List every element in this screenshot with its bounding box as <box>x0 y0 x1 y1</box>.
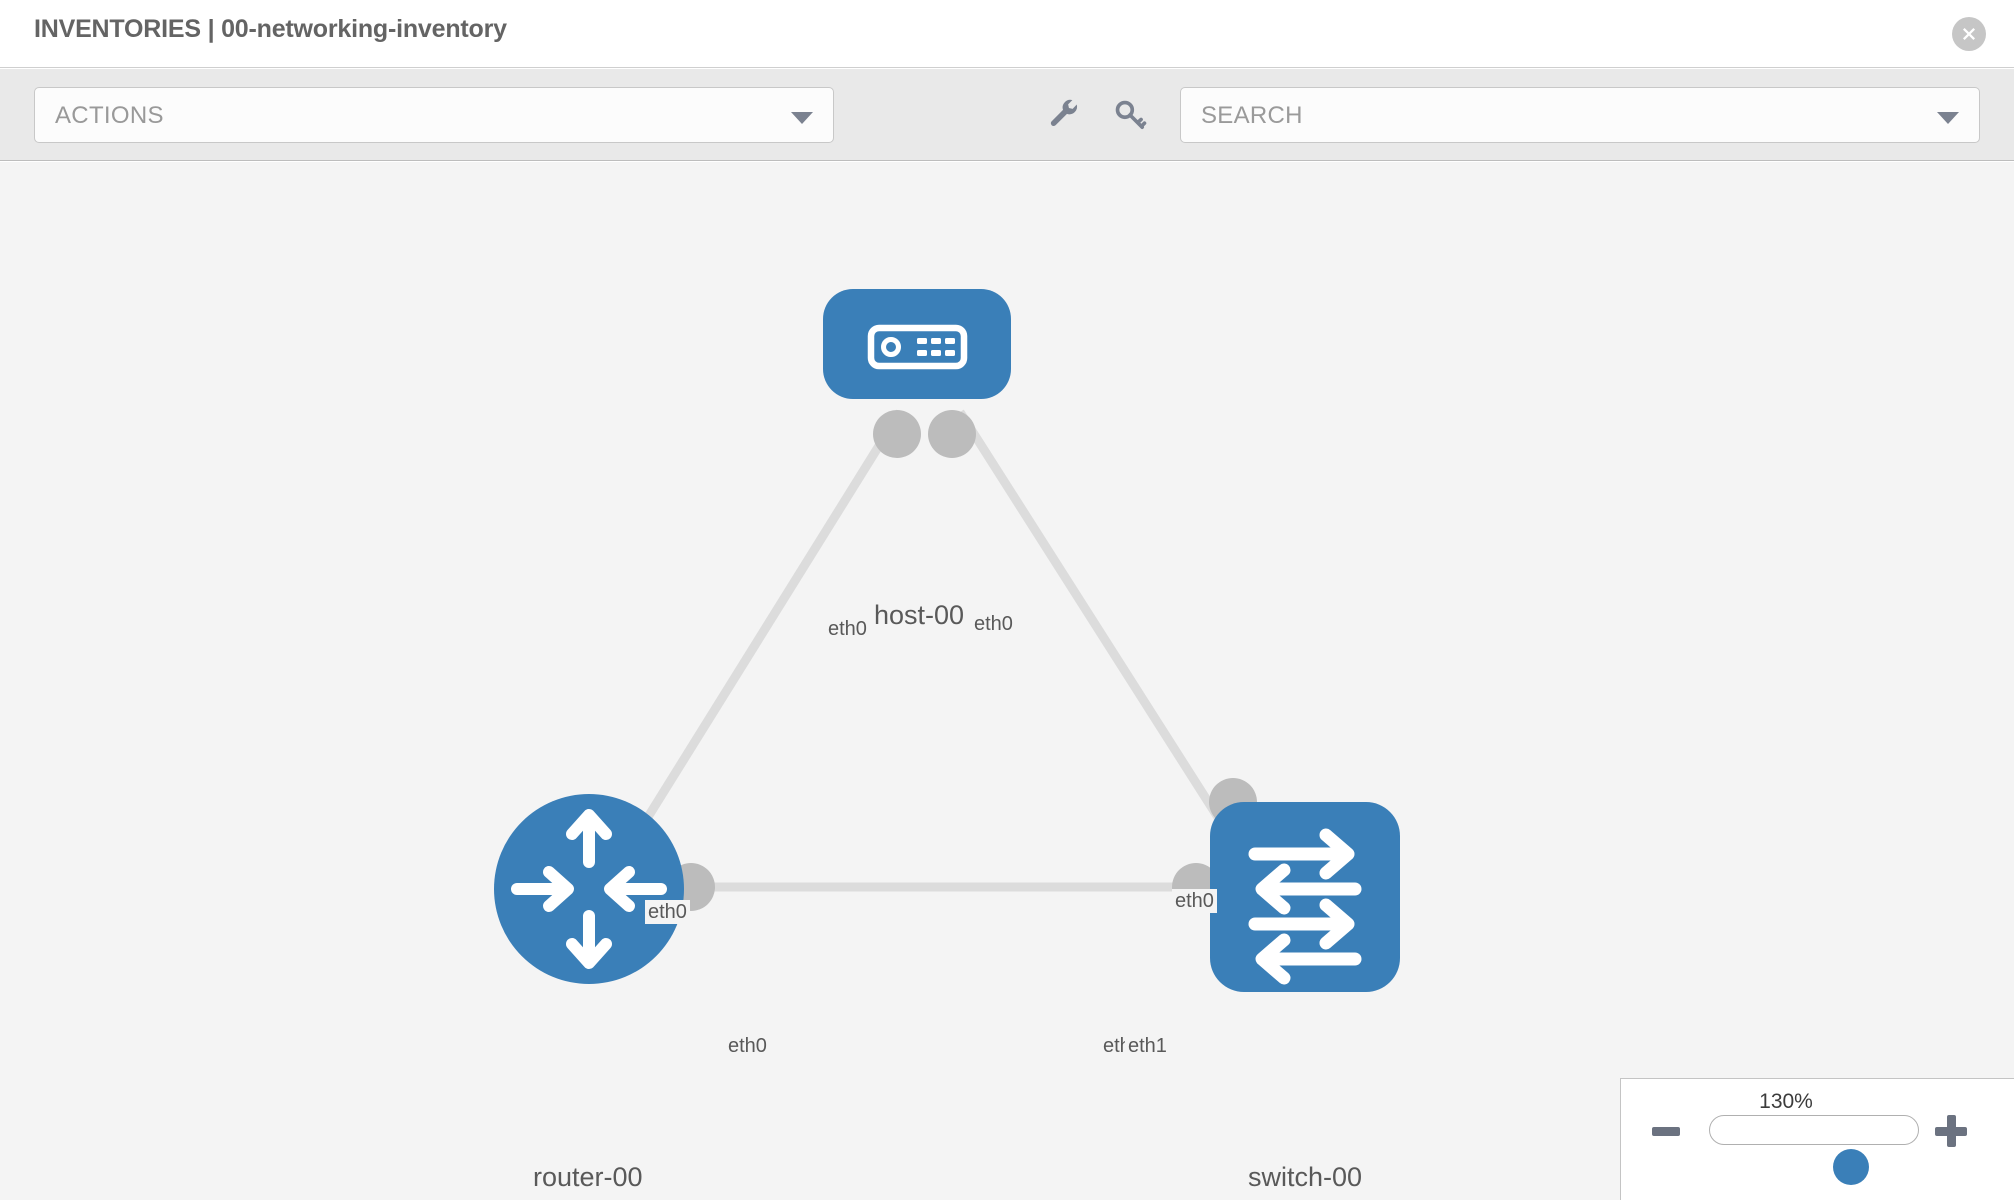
key-icon[interactable] <box>1110 95 1150 135</box>
node-router-00[interactable] <box>494 794 684 984</box>
node-host-00[interactable] <box>823 289 1011 399</box>
node-label-switch-00: switch-00 <box>1245 1162 1366 1193</box>
search-placeholder: SEARCH <box>1201 102 1303 129</box>
switch-arrows-icon <box>1248 828 1362 985</box>
chevron-down-icon <box>1937 112 1959 124</box>
zoom-out-button[interactable] <box>1652 1127 1680 1136</box>
node-label-router-00: router-00 <box>530 1162 646 1193</box>
link-host-switch[interactable] <box>956 409 1244 855</box>
link-host-router[interactable] <box>616 409 904 865</box>
port-label-router-right: eth0 <box>725 1034 770 1058</box>
window-titlebar: INVENTORIES | 00-networking-inventory <box>0 0 2014 68</box>
port-label-host-left: eth0 <box>825 617 870 641</box>
actions-dropdown-label: ACTIONS <box>55 102 164 129</box>
zoom-in-button[interactable] <box>1935 1115 1967 1147</box>
page-title: INVENTORIES | 00-networking-inventory <box>34 15 507 43</box>
actions-dropdown[interactable]: ACTIONS <box>34 87 834 143</box>
topology-links <box>616 409 1244 892</box>
wrench-icon[interactable] <box>1045 95 1085 135</box>
close-icon[interactable] <box>1952 17 1986 51</box>
plus-icon-vertical-bar <box>1947 1115 1956 1147</box>
chevron-down-icon <box>791 112 813 124</box>
zoom-percent-label: 130% <box>1759 1090 1813 1113</box>
port-label-router-up: eth0 <box>645 900 690 924</box>
port-label-host-right: eth0 <box>971 612 1016 636</box>
zoom-slider-track[interactable] <box>1709 1115 1919 1185</box>
router-arrows-icon <box>511 809 667 969</box>
zoom-slider-thumb[interactable] <box>1833 1149 1869 1185</box>
connector-host-left[interactable] <box>873 410 921 458</box>
node-label-host-00: host-00 <box>871 600 968 631</box>
topology-graph <box>494 289 1400 992</box>
search-input[interactable]: SEARCH <box>1180 87 1980 143</box>
server-icon <box>867 324 968 370</box>
topology-connectors <box>667 410 1257 911</box>
node-switch-00[interactable] <box>1210 802 1400 992</box>
topology-canvas[interactable]: eth0 host-00 eth0 eth0 eth0 eth0 eth eth… <box>0 162 2014 1200</box>
zoom-control-panel: 130% <box>1620 1078 2014 1200</box>
toolbar: ACTIONS SEARCH <box>0 69 2014 161</box>
connector-host-right[interactable] <box>928 410 976 458</box>
port-label-switch-up: eth0 <box>1172 889 1217 913</box>
port-label-switch-left: eth1 <box>1125 1034 1170 1058</box>
